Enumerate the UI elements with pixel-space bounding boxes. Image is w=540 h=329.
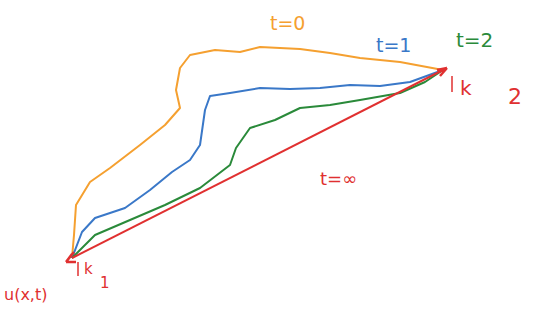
time-label: t=0 — [270, 14, 305, 33]
time-label: t=2 — [456, 30, 493, 50]
point-tick — [77, 262, 79, 276]
end-point-marker — [437, 68, 447, 76]
curve-t0 — [72, 47, 443, 258]
curve-t2 — [72, 70, 443, 258]
function-label: u(x,t) — [4, 287, 47, 303]
point-label: k — [84, 262, 93, 277]
point-tick — [451, 76, 453, 92]
end-point-marker — [66, 252, 76, 262]
time-label: t=1 — [376, 36, 411, 55]
curve-t-infinity — [72, 70, 443, 258]
time-label: t=∞ — [320, 170, 357, 188]
curve-t1 — [72, 70, 443, 258]
point-index: 2 — [508, 86, 522, 108]
point-label: k — [460, 78, 472, 98]
point-index: 1 — [100, 276, 110, 291]
